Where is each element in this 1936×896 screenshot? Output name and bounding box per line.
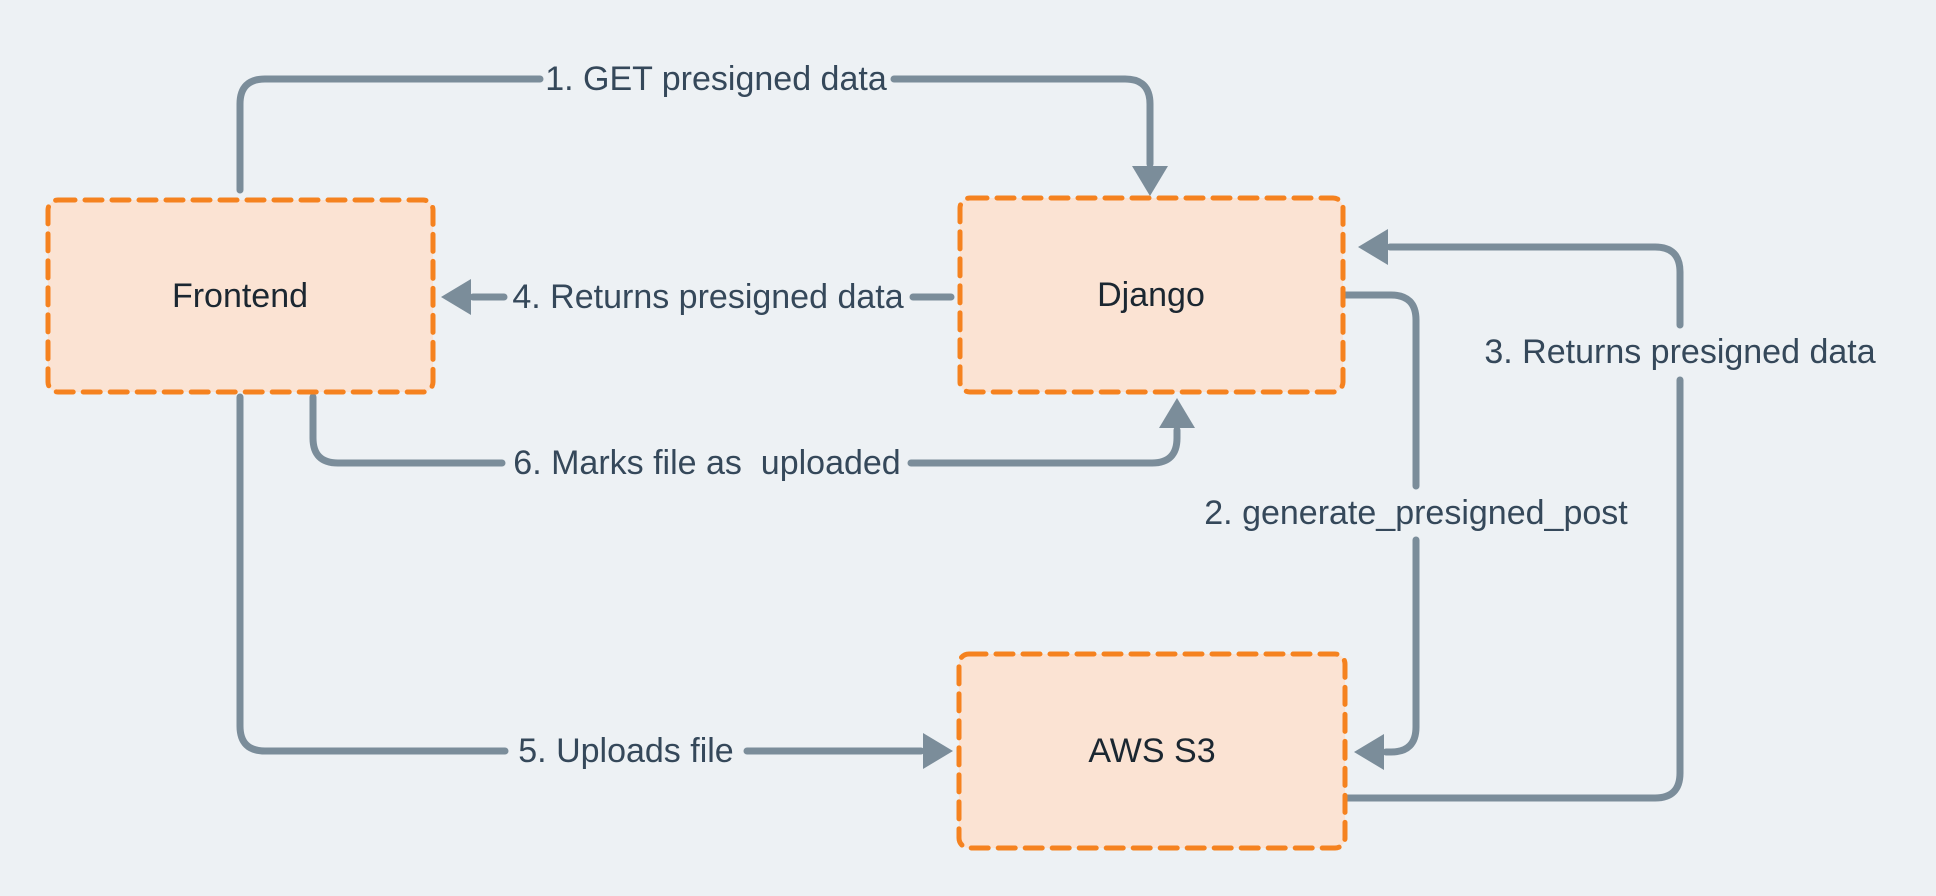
edge-label-6: 6. Marks file as uploaded (513, 444, 900, 482)
node-frontend: Frontend (45, 197, 436, 395)
django-label: Django (1097, 276, 1205, 314)
arrow-1-arrowhead-icon (1132, 166, 1168, 196)
arrow-5-arrowhead-icon (923, 733, 953, 769)
edge-label-4: 4. Returns presigned data (512, 278, 903, 316)
frontend-label: Frontend (172, 277, 308, 315)
arrow-1-path (236, 75, 1154, 194)
edge-label-5: 5. Uploads file (518, 732, 733, 770)
node-django: Django (957, 195, 1346, 395)
arrow-2-path (1339, 291, 1420, 756)
arrow-3-arrowhead-icon (1358, 229, 1388, 265)
frontend-box (45, 197, 436, 395)
aws-s3-box (956, 651, 1348, 851)
arrow-6-path (309, 393, 1181, 467)
node-aws-s3: AWS S3 (956, 651, 1348, 851)
edge-label-2: 2. generate_presigned_post (1204, 494, 1628, 532)
arrow-3-path (1341, 243, 1684, 802)
edge-label-3: 3. Returns presigned data (1484, 333, 1875, 371)
arrow-2-arrowhead-icon (1354, 734, 1384, 770)
arrow-5-path (236, 393, 925, 755)
django-box (957, 195, 1346, 395)
arrow-6-arrowhead-icon (1159, 398, 1195, 428)
aws-s3-label: AWS S3 (1088, 732, 1215, 770)
arrow-4-arrowhead-icon (441, 279, 471, 315)
edge-label-1: 1. GET presigned data (545, 60, 887, 98)
